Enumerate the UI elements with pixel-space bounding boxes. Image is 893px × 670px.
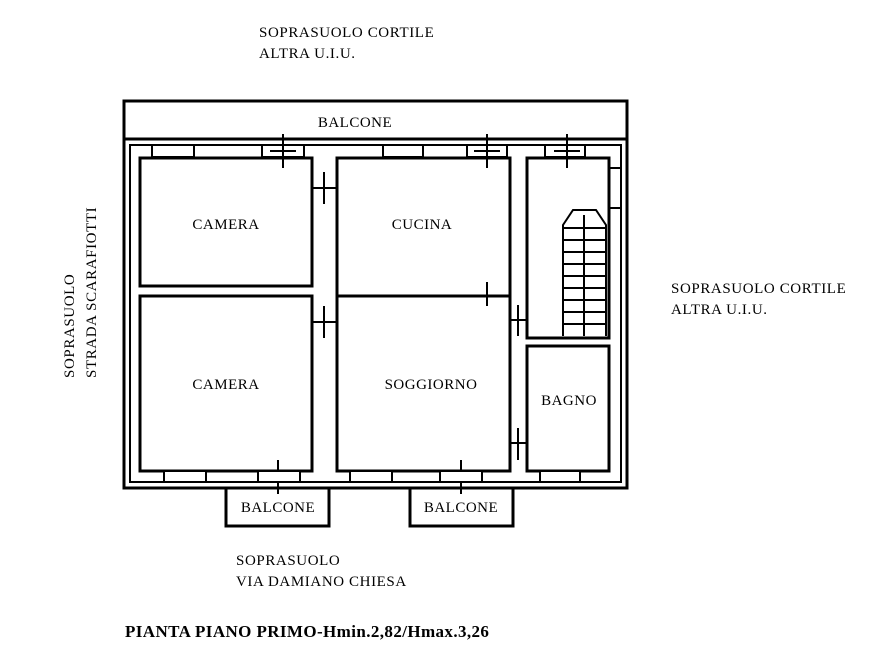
balcony-bottom-right [408,486,515,528]
note-bottom-line1: SOPRASUOLO [236,553,340,569]
room-camera-2 [138,294,314,473]
room-label-cucina: CUCINA [392,217,453,233]
windows-top [151,144,586,158]
room-camera-1 [138,156,314,288]
windows-bottom [163,470,581,483]
note-top-line2: ALTRA U.I.U. [259,46,356,62]
balcony-bottom-left [224,486,331,528]
room-label-bagno: BAGNO [541,393,597,409]
room-label-camera-2: CAMERA [192,377,259,393]
note-right-line1: SOPRASUOLO CORTILE [671,281,846,297]
plan-caption: PIANTA PIANO PRIMO-Hmin.2,82/Hmax.3,26 [125,622,489,641]
stair-hall-niche [609,167,622,209]
inner-wall [129,144,622,483]
room-label-balcone-bottom-right: BALCONE [424,500,498,516]
room-soggiorno [335,294,512,473]
room-label-camera-1: CAMERA [192,217,259,233]
note-right-line2: ALTRA U.I.U. [671,302,768,318]
note-top-line1: SOPRASUOLO CORTILE [259,25,434,41]
note-left-line1: SOPRASUOLO [62,274,78,378]
staircase [562,209,607,336]
room-label-balcone-top: BALCONE [318,115,392,131]
outer-wall [122,137,629,490]
room-label-soggiorno: SOGGIORNO [385,377,478,393]
note-left-line2: STRADA SCARAFIOTTI [84,207,100,378]
room-label-balcone-bottom-left: BALCONE [241,500,315,516]
note-bottom-line2: VIA DAMIANO CHIESA [236,574,407,590]
